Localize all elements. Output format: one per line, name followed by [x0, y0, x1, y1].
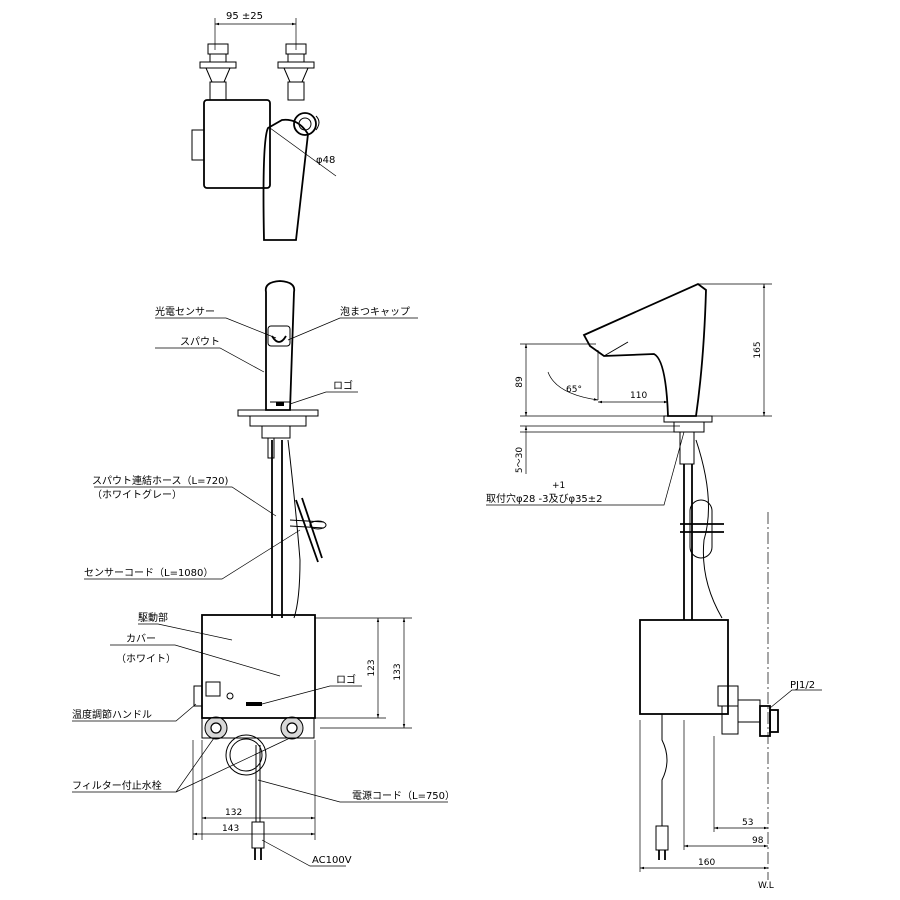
- dim-133: 133: [393, 663, 403, 680]
- label-cap: 泡まつキャップ: [340, 305, 410, 318]
- dim-165: 165: [753, 341, 763, 358]
- temp-handle: [193, 685, 203, 707]
- dim-53: 53: [742, 818, 753, 828]
- label-filter: フィルター付止水栓: [72, 779, 162, 792]
- label-pj: PJ1/2: [790, 680, 815, 691]
- dim-132: 132: [225, 808, 242, 818]
- side-view: W.L 165 89 65° 110 5～30 +1 取付穴φ28 -3及びφ3…: [486, 282, 822, 891]
- label-cover: カバー: [126, 633, 156, 645]
- dim-dia48: φ48: [316, 155, 335, 166]
- label-wl: W.L: [758, 881, 774, 891]
- dim-143: 143: [222, 824, 239, 834]
- dim-angle: 65°: [566, 385, 582, 395]
- pj-fitting: [717, 685, 779, 737]
- dim-110: 110: [630, 391, 647, 401]
- label-cover-color: （ホワイト）: [116, 653, 176, 665]
- logo-mark-bottom: [246, 702, 262, 706]
- dim-160: 160: [698, 858, 715, 868]
- label-logo-bottom: ロゴ: [336, 673, 356, 686]
- power-plug: [251, 821, 265, 849]
- side-drive-unit: [639, 619, 729, 715]
- dim-98: 98: [752, 836, 764, 846]
- label-hole: 取付穴φ28 -3及びφ35±2: [486, 492, 603, 505]
- dim-tol: +1: [552, 481, 565, 491]
- label-power-cord: 電源コード（L=750）: [352, 789, 455, 802]
- sensor-window: [267, 325, 291, 347]
- logo-mark-top: [276, 402, 284, 406]
- label-spout: スパウト: [180, 336, 220, 348]
- dim-123: 123: [367, 659, 377, 676]
- top-view: 95 ±25 φ48: [191, 11, 337, 241]
- front-view: 123 133 132 143 光電センサー 泡まつキャップ スパウト ロゴ ス…: [72, 280, 455, 867]
- label-logo-top: ロゴ: [333, 379, 353, 392]
- filter-valves: [201, 716, 315, 740]
- label-sensor-cord: センサーコード（L=1080）: [84, 567, 213, 579]
- top-right-valve: [277, 43, 320, 136]
- label-hose-color: （ホワイトグレー）: [92, 488, 182, 501]
- top-left-valve: [199, 43, 237, 101]
- label-temp-handle: 温度調節ハンドル: [72, 708, 152, 721]
- label-hose: スパウト連結ホース（L=720): [92, 474, 229, 487]
- label-sensor: 光電センサー: [155, 305, 215, 318]
- dim-89: 89: [515, 376, 525, 388]
- label-ac: AC100V: [312, 855, 352, 866]
- spout-body: [264, 280, 296, 411]
- dim-spacing: 95 ±25: [226, 11, 263, 22]
- label-drive: 駆動部: [138, 611, 168, 624]
- dim-5-30: 5～30: [515, 447, 525, 473]
